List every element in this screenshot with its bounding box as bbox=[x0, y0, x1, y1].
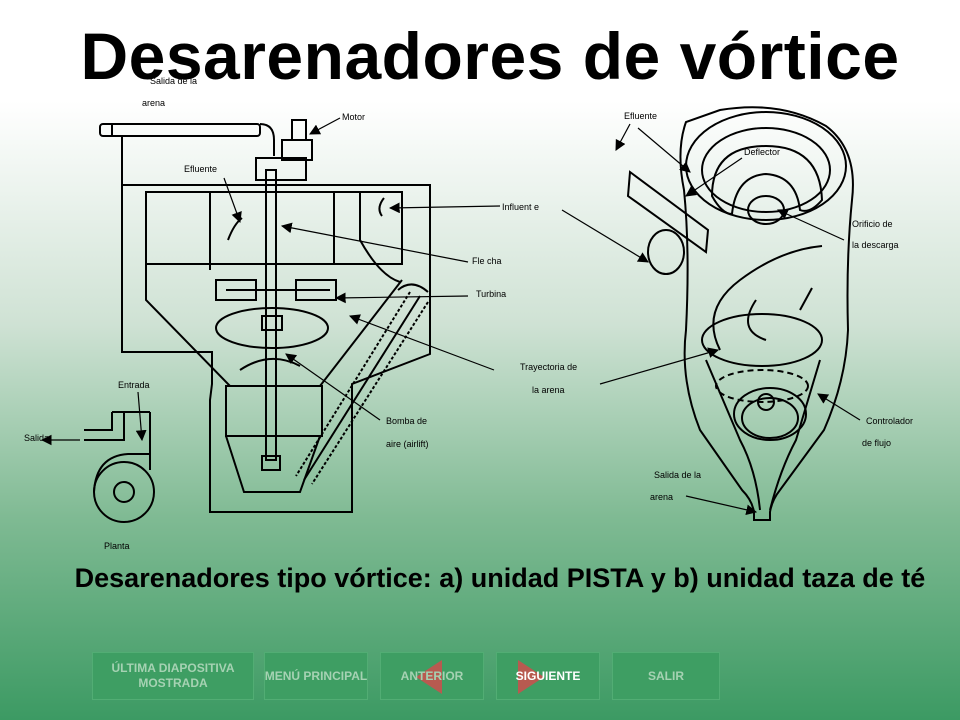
next-button[interactable]: SIGUIENTE bbox=[496, 652, 600, 700]
label-flecha: Fle cha bbox=[472, 256, 502, 266]
main-menu-label: MENÚ PRINCIPAL bbox=[264, 668, 368, 683]
previous-button[interactable]: ANTERIOR bbox=[380, 652, 484, 700]
last-slide-label: ÚLTIMA DIAPOSITIVA MOSTRADA bbox=[111, 661, 235, 690]
teacup-unit-labels: Efluente Deflector Orificio de la descar… bbox=[624, 111, 913, 502]
label-salida-arena-2: arena bbox=[142, 98, 165, 108]
label-planta: Planta bbox=[104, 541, 130, 551]
label-bomba-1: Bomba de bbox=[386, 416, 427, 426]
exit-label: SALIR bbox=[648, 668, 684, 683]
pista-unit-labels: Salida de la arena Motor Efluente Influe… bbox=[24, 76, 577, 551]
exit-button[interactable]: SALIR bbox=[612, 652, 720, 700]
label-motor: Motor bbox=[342, 112, 365, 122]
pista-unit-drawing bbox=[99, 119, 431, 513]
slide-title: Desarenadores de vórtice bbox=[80, 19, 900, 93]
label-b-salida-arena-1: Salida de la bbox=[654, 470, 701, 480]
teacup-unit-drawing bbox=[626, 106, 854, 521]
label-b-orificio-1: Orificio de bbox=[852, 219, 893, 229]
plan-view-drawing bbox=[84, 411, 155, 523]
main-menu-button[interactable]: MENÚ PRINCIPAL bbox=[264, 652, 368, 700]
label-turbina: Turbina bbox=[476, 289, 506, 299]
next-label: SIGUIENTE bbox=[515, 668, 581, 683]
main-menu-button-bg bbox=[264, 652, 368, 700]
label-trayectoria-1: Trayectoria de bbox=[520, 362, 577, 372]
next-button-bg bbox=[496, 652, 600, 700]
label-entrada: Entrada bbox=[118, 380, 150, 390]
label-bomba-2: aire (airlift) bbox=[386, 439, 429, 449]
label-trayectoria-2: la arena bbox=[532, 385, 565, 395]
label-efluente: Efluente bbox=[184, 164, 217, 174]
arrow-left-icon bbox=[416, 660, 442, 694]
last-slide-button-bg bbox=[92, 652, 254, 700]
previous-label: ANTERIOR bbox=[400, 668, 464, 683]
last-slide-button[interactable]: ÚLTIMA DIAPOSITIVA MOSTRADA bbox=[92, 652, 254, 700]
label-b-controlador-1: Controlador bbox=[866, 416, 913, 426]
teacup-unit-leader-lines bbox=[561, 123, 861, 516]
exit-button-bg bbox=[612, 652, 720, 700]
figure-caption: Desarenadores tipo vórtice: a) unidad PI… bbox=[74, 563, 926, 593]
label-b-orificio-2: la descarga bbox=[852, 240, 899, 250]
label-influente: Influent e bbox=[502, 202, 539, 212]
label-b-deflector: Deflector bbox=[744, 147, 780, 157]
label-b-salida-arena-2: arena bbox=[650, 492, 673, 502]
arrow-right-icon bbox=[518, 660, 544, 694]
label-salida: Salida bbox=[24, 433, 49, 443]
label-b-efluente: Efluente bbox=[624, 111, 657, 121]
pista-unit-leader-lines bbox=[40, 117, 501, 446]
label-salida-arena-1: Salida de la bbox=[150, 76, 197, 86]
label-b-controlador-2: de flujo bbox=[862, 438, 891, 448]
